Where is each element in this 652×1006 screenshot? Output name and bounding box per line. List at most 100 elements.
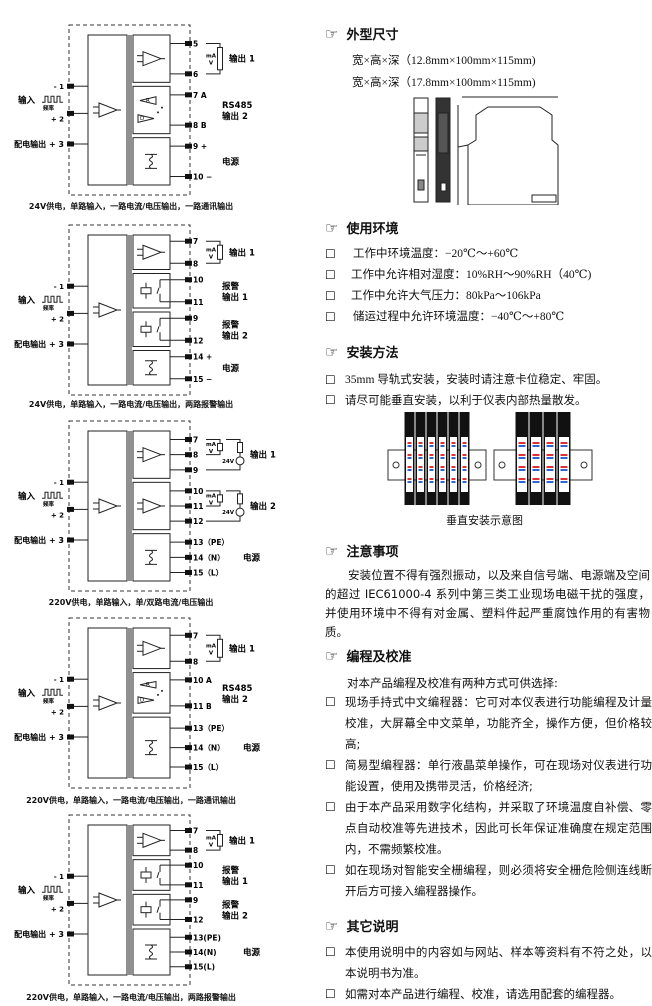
input-label: 输入: [18, 885, 36, 896]
terminal: [185, 725, 192, 731]
driver-icon: [137, 696, 155, 705]
enclosure-outline: [68, 617, 191, 789]
driver-label: D: [140, 697, 144, 703]
checkbox-icon: ☐: [325, 289, 336, 303]
transformer-icon: [145, 549, 157, 565]
checkbox-icon: ☐: [325, 987, 336, 1001]
terminal: [185, 916, 192, 922]
terminal-label: 10: [193, 861, 203, 870]
list-item: ☐ 本使用说明中的内容如与网站、样本等资料有不符之处，以本说明书为准。: [325, 942, 652, 984]
terminal-label: - 1: [54, 479, 64, 487]
enclosure-outline: [68, 24, 191, 196]
output-label: 输出 1: [229, 54, 255, 65]
checkbox-icon: ☐: [325, 373, 336, 387]
terminal-label: + 2: [51, 708, 64, 716]
output-label: 输出 2: [250, 501, 276, 512]
output-label: 电源: [243, 552, 261, 563]
terminal-label: 14（N）: [193, 743, 225, 753]
heading-text: 注意事项: [346, 545, 399, 560]
terminal-label: 配电输出 + 3: [14, 732, 64, 742]
output-label: 输出 1: [222, 292, 248, 303]
unit-label: V: [209, 842, 214, 848]
checkbox-icon: ☐: [325, 945, 336, 959]
terminal-label: 10: [193, 276, 203, 285]
enclosure-outline: [68, 224, 191, 396]
relay-contact-icon: [156, 287, 160, 294]
relay-contact-icon: [156, 906, 160, 913]
pulse-signal-icon: [42, 688, 63, 696]
terminal: [67, 341, 74, 347]
unit-label: V: [209, 650, 214, 656]
terminal-label: 14 +: [193, 353, 212, 362]
dimension-line: 宽×高×深（17.8mm×100mm×115mm): [352, 77, 536, 89]
unit-label: V: [209, 449, 214, 455]
item-text: 工作中允许大气压力：80kPa～106kPa: [351, 290, 541, 302]
heading-text: 编程及校准: [346, 650, 412, 665]
terminal: [185, 882, 192, 888]
terminal-label: 9: [193, 466, 198, 475]
output-label: 电源: [222, 156, 240, 167]
voltage-label: 24V: [222, 510, 235, 516]
pulse-signal-icon: [42, 295, 63, 303]
frequency-label: 频率: [43, 697, 55, 705]
checkbox-icon: ☐: [325, 695, 336, 709]
terminal: [185, 71, 192, 77]
section-other-heading: ☞ 其它说明: [325, 916, 398, 936]
frequency-label: 频率: [43, 304, 55, 312]
terminal-label: 7: [193, 827, 198, 836]
diagram-caption: 220V供电，单路输入，一路电流/电压输出，两路报警输出: [26, 993, 236, 1002]
terminal-label: 11 B: [193, 702, 212, 711]
item-text: 工作中环境温度：−20℃～+60℃: [353, 248, 519, 260]
terminal: [185, 315, 192, 321]
unit-label: mA: [206, 54, 217, 60]
list-item: ☐35mm 导轨式安装，安装时请注意卡位稳定、牢固。: [325, 370, 652, 391]
list-item: ☐如需对本产品进行编程、校准，请选用配套的编程器。: [325, 984, 652, 1005]
output-label: 输出 1: [250, 450, 276, 461]
terminal-label: 8: [193, 259, 198, 268]
terminal-label: 12: [193, 915, 203, 924]
terminal: [185, 337, 192, 343]
terminal-label: 15 −: [193, 375, 212, 384]
receiver-icon: [139, 96, 157, 105]
terminal-label: 配电输出 + 3: [14, 139, 64, 149]
item-text: 本使用说明中的内容如与网站、样本等资料有不符之处，以本说明书为准。: [345, 945, 652, 980]
section-programming-heading: ☞ 编程及校准: [325, 646, 412, 666]
list-item: ☐如在现场对智能安全栅编程，则必须将安全栅危险侧连线断开后方可接入编程器操作。: [325, 860, 652, 902]
pointing-hand-icon: ☞: [325, 342, 339, 361]
terminal: [185, 632, 192, 638]
terminal: [185, 376, 192, 382]
list-item: ☐储运过程中允许环境温度：−40℃～+80℃: [325, 307, 652, 328]
terminal: [185, 554, 192, 560]
terminal: [185, 745, 192, 751]
terminal: [185, 703, 192, 709]
terminal: [67, 734, 74, 740]
receiver-label: R: [146, 98, 150, 104]
load-resistor-icon: [217, 244, 223, 260]
terminal-label: 5: [193, 40, 198, 49]
input-label: 输入: [18, 491, 36, 502]
pointing-hand-icon: ☞: [325, 541, 339, 560]
terminal-label: 15（L）: [193, 567, 223, 577]
item-text: 现场手持式中文编程器：它可对本仪表进行功能编程及计量校准，大屏幕全中文菜单，功能…: [345, 695, 652, 751]
rs485-module: [132, 672, 171, 714]
terminal: [185, 677, 192, 683]
terminal-label: 9: [193, 896, 198, 905]
output-label: 输出 2: [222, 911, 248, 922]
terminal: [67, 537, 74, 543]
load-resistor-icon: [217, 494, 223, 503]
terminal: [185, 277, 192, 283]
terminal-label: - 1: [54, 676, 64, 684]
terminal: [185, 949, 192, 955]
pulse-signal-icon: [42, 885, 63, 893]
loop-resistor-icon: [237, 442, 243, 454]
load-resistor-icon: [217, 443, 223, 452]
terminal-label: 9 +: [193, 142, 207, 151]
terminal: [185, 828, 192, 834]
pointing-hand-icon: ☞: [325, 646, 339, 665]
other-list: ☐ 本使用说明中的内容如与网站、样本等资料有不符之处，以本说明书为准。 ☐如需对本…: [325, 942, 652, 1005]
checkbox-icon: ☐: [325, 268, 336, 282]
terminal-label: 14（N）: [193, 552, 225, 562]
